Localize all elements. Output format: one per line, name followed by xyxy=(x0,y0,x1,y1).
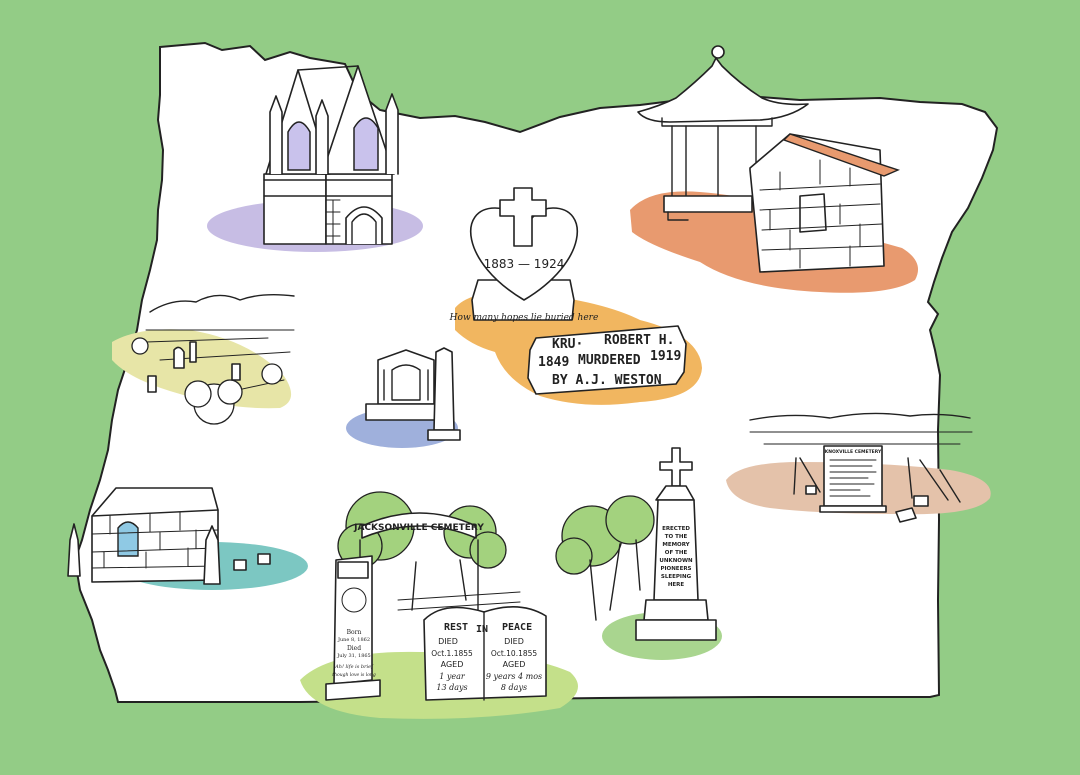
gothic-chapel-illustration xyxy=(207,65,423,252)
obelisk-text-0: Born xyxy=(347,629,362,636)
peace-mid: IN xyxy=(476,624,488,635)
pioneer-line-6: SLEEPING xyxy=(661,574,692,580)
sign-title: KNOXVILLE CEMETERY xyxy=(825,449,882,455)
left-col-2: AGED xyxy=(441,660,464,669)
obelisk-text-2: Died xyxy=(347,645,361,652)
peace-right: PEACE xyxy=(502,622,532,633)
pioneer-line-5: PIONEERS xyxy=(660,566,691,572)
obelisk-text-5: though love is long xyxy=(332,672,376,678)
chapel-window-left xyxy=(287,121,311,171)
obelisk-text-4: Ah! life is brief xyxy=(334,664,374,670)
left-col-1: Oct.1.1855 xyxy=(431,649,473,658)
slab-line2-right: 1919 xyxy=(650,349,681,364)
pioneer-line-7: HERE xyxy=(668,582,685,588)
left-col-4: 13 days xyxy=(436,683,467,692)
slab-line2-left: 1849 xyxy=(538,355,569,370)
vault-door xyxy=(117,521,139,557)
obelisk-text-3: July 31, 1865 xyxy=(336,653,371,659)
stone-vault-illustration xyxy=(67,487,308,590)
peace-left: REST xyxy=(444,622,468,633)
pioneer-line-1: TO THE xyxy=(665,534,688,540)
left-col-0: DIED xyxy=(438,637,458,646)
pagoda-stonehouse-illustration xyxy=(630,45,919,293)
pioneer-line-4: UNKNOWN xyxy=(659,558,693,564)
slab-line1-start: KRU· xyxy=(552,337,583,352)
pioneer-monument-illustration: ERECTED TO THE MEMORY OF THE UNKNOWN PIO… xyxy=(555,447,722,660)
slab-line1-end: ROBERT H. xyxy=(604,333,674,348)
murder-slab-illustration: KRU· ROBERT H. 1849 MURDERED 1919 BY A.J… xyxy=(527,325,687,395)
jacksonville-cemetery-illustration: JACKSONVILLE CEMETERY Born June 8, 1862 … xyxy=(300,491,578,719)
right-col-0: DIED xyxy=(504,637,524,646)
knoxville-sign-illustration: KNOXVILLE CEMETERY xyxy=(726,412,991,523)
mausoleum-obelisk-illustration xyxy=(346,347,461,448)
pioneer-line-2: MEMORY xyxy=(662,542,690,548)
right-col-3: 9 years 4 mos xyxy=(486,672,542,681)
heart-dates: 1883 — 1924 xyxy=(484,257,565,271)
heart-epitaph: How many hopes lie buried here xyxy=(449,313,599,323)
valley-graves-illustration xyxy=(112,293,295,425)
right-col-1: Oct.10.1855 xyxy=(491,649,538,658)
jacksonville-sign: JACKSONVILLE CEMETERY xyxy=(353,523,484,533)
right-col-2: AGED xyxy=(503,660,526,669)
pioneer-line-3: OF THE xyxy=(665,550,688,556)
slab-line3: BY A.J. WESTON xyxy=(552,373,662,388)
right-col-4: 8 days xyxy=(501,683,527,692)
left-col-3: 1 year xyxy=(439,672,466,681)
chapel-window-right xyxy=(353,117,379,171)
pioneer-line-0: ERECTED xyxy=(662,526,690,532)
obelisk-text-1: June 8, 1862 xyxy=(337,637,370,643)
slab-line2-mid: MURDERED xyxy=(578,353,641,368)
